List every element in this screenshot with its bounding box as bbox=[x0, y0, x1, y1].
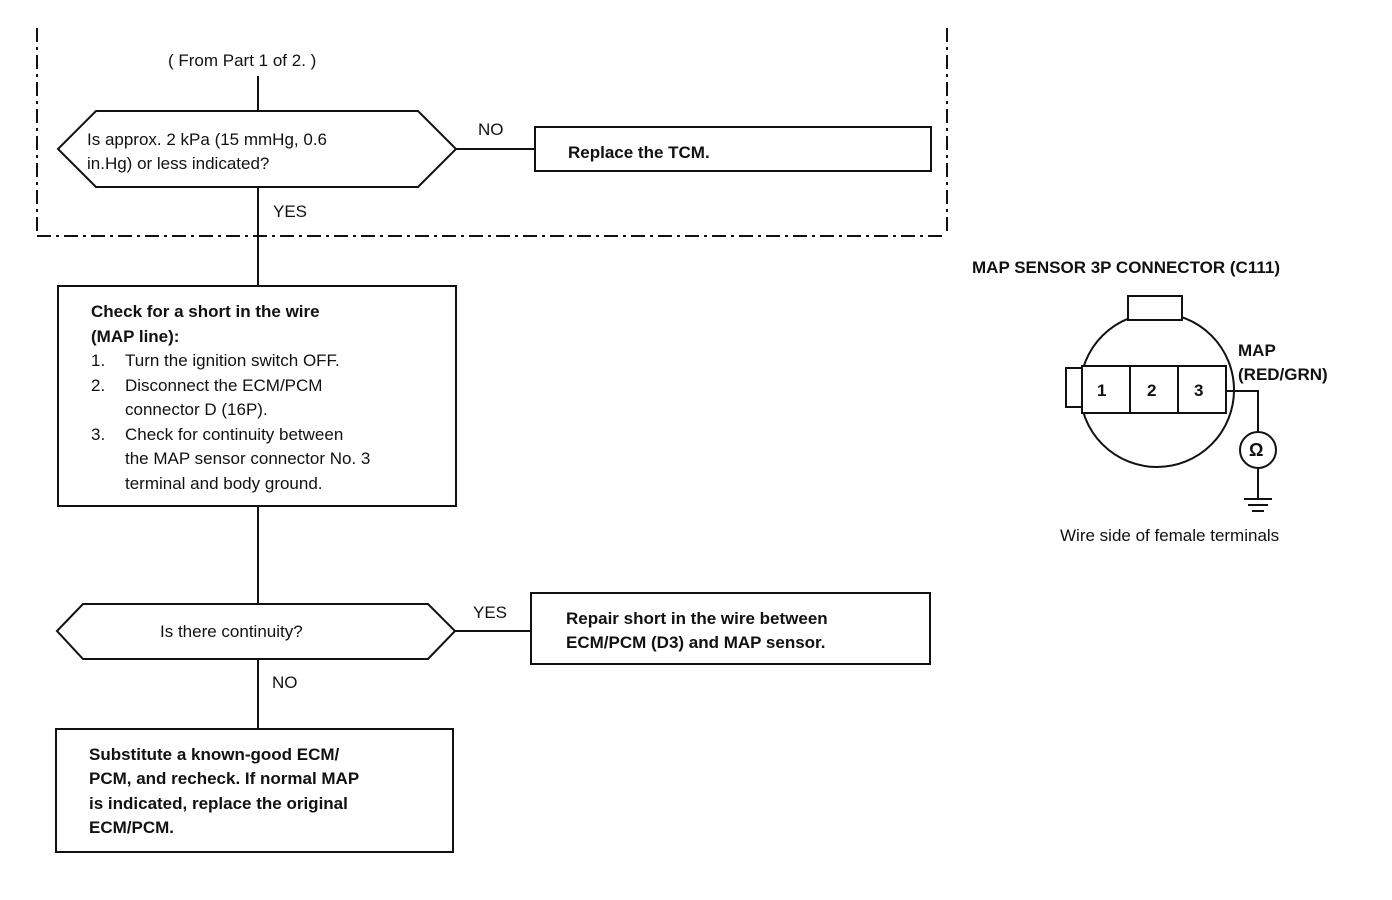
check-short-content: Check for a short in the wire (MAP line)… bbox=[91, 300, 431, 496]
decision-pressure-shape bbox=[56, 110, 458, 188]
wire-label-color: (RED/GRN) bbox=[1238, 365, 1328, 384]
decision-continuity-yes-label: YES bbox=[473, 603, 508, 622]
replace-tcm-box: Replace the TCM. bbox=[534, 126, 932, 172]
connector-left-key bbox=[1065, 367, 1082, 408]
connector-pin-3: 3 bbox=[1194, 381, 1204, 400]
check-short-step: 1. Turn the ignition switch OFF. bbox=[91, 349, 431, 374]
check-short-box: Check for a short in the wire (MAP line)… bbox=[57, 285, 457, 507]
step-number: 3. bbox=[91, 424, 106, 444]
connector-pin-block bbox=[1081, 365, 1227, 414]
decision-continuity-shape bbox=[55, 603, 457, 660]
decision-pressure-text-line1: Is approx. 2 kPa (15 mmHg, 0.6 bbox=[87, 130, 327, 149]
step-text: terminal and body ground. bbox=[125, 473, 323, 493]
flow-lines bbox=[257, 76, 534, 728]
decision-pressure-text-line2: in.Hg) or less indicated? bbox=[87, 154, 270, 173]
check-short-step: 2. Disconnect the ECM/PCM connector D (1… bbox=[91, 374, 431, 423]
connector-lock-tab bbox=[1127, 295, 1183, 321]
wire-label-map: MAP bbox=[1238, 341, 1276, 360]
substitute-line4: ECM/PCM. bbox=[89, 818, 174, 837]
connector-pin-2: 2 bbox=[1147, 381, 1157, 400]
part-boundary-frame bbox=[36, 28, 948, 237]
map-sensor-connector-drawing bbox=[1065, 295, 1277, 512]
decision-continuity-no-label: NO bbox=[272, 673, 298, 692]
step-text: connector D (16P). bbox=[125, 400, 268, 419]
repair-short-box: Repair short in the wire between ECM/PCM… bbox=[530, 592, 931, 665]
step-number: 2. bbox=[91, 375, 106, 395]
decision-pressure-no-label: NO bbox=[478, 120, 504, 139]
replace-tcm-text: Replace the TCM. bbox=[568, 143, 710, 162]
substitute-line2: PCM, and recheck. If normal MAP bbox=[89, 769, 360, 788]
check-short-title-line2: (MAP line): bbox=[91, 326, 180, 346]
step-number: 1. bbox=[91, 351, 106, 370]
step-text: Disconnect the ECM/PCM bbox=[125, 375, 323, 395]
ohm-symbol: Ω bbox=[1249, 440, 1264, 460]
decision-pressure-yes-label: YES bbox=[273, 202, 308, 221]
check-short-title-line1: Check for a short in the wire bbox=[91, 302, 320, 321]
substitute-line3: is indicated, replace the original bbox=[89, 794, 348, 813]
check-short-steps: 1. Turn the ignition switch OFF. 2. Disc… bbox=[91, 349, 431, 496]
substitute-line1: Substitute a known-good ECM/ bbox=[89, 745, 340, 764]
decision-continuity-text: Is there continuity? bbox=[160, 622, 303, 641]
connector-title: MAP SENSOR 3P CONNECTOR (C111) bbox=[972, 258, 1280, 277]
step-text: Check for continuity between bbox=[125, 424, 344, 444]
repair-short-line1: Repair short in the wire between bbox=[566, 609, 828, 628]
step-text: Turn the ignition switch OFF. bbox=[125, 351, 340, 370]
substitute-ecm-box: Substitute a known-good ECM/ PCM, and re… bbox=[55, 728, 454, 853]
from-part-label: ( From Part 1 of 2. ) bbox=[168, 51, 317, 70]
connector-caption: Wire side of female terminals bbox=[1060, 526, 1280, 545]
check-short-step: 3. Check for continuity between the MAP … bbox=[91, 423, 431, 497]
probe-wire bbox=[1226, 390, 1259, 431]
repair-short-line2: ECM/PCM (D3) and MAP sensor. bbox=[566, 633, 826, 652]
step-text: the MAP sensor connector No. 3 bbox=[125, 449, 371, 468]
connector-pin-1: 1 bbox=[1097, 381, 1107, 400]
